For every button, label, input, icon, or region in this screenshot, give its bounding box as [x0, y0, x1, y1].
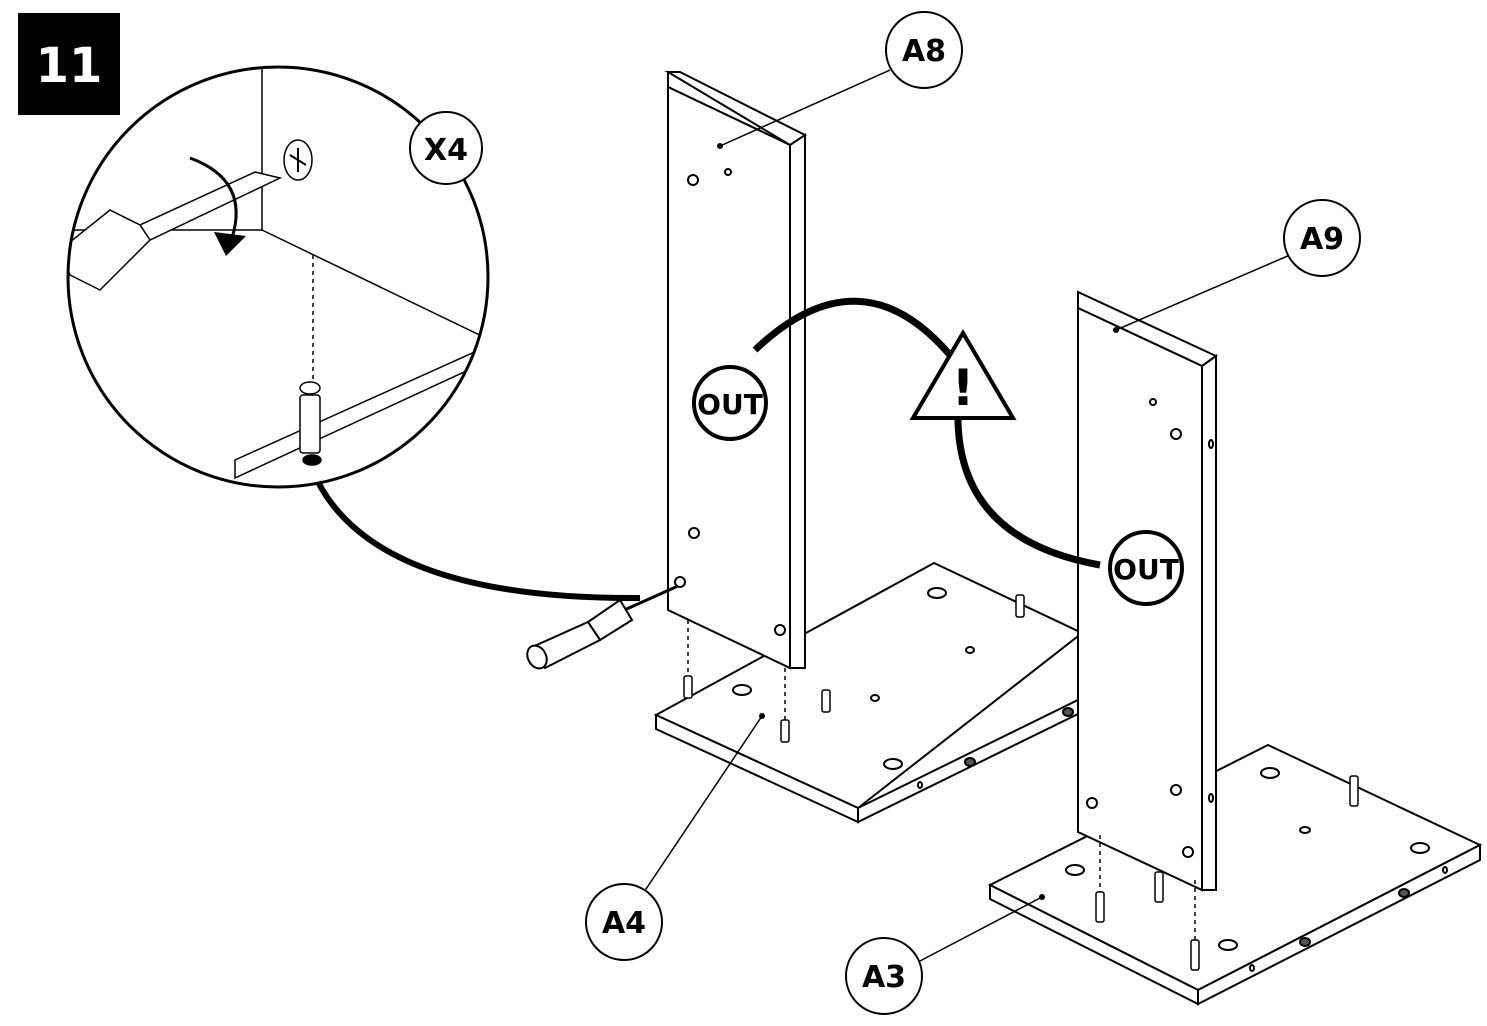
label-a9: A9: [1300, 222, 1344, 257]
label-a3: A3: [862, 960, 906, 995]
warning-symbol: !: [952, 359, 975, 417]
orientation-arc: [752, 297, 953, 358]
cam-lock-icon: [283, 139, 313, 181]
quantity-label: X4: [424, 133, 468, 168]
dowel-icon: [683, 594, 1025, 743]
callout-a4: A4: [585, 713, 765, 961]
detail-magnifier: [66, 65, 490, 489]
panel-a3: [987, 743, 1483, 1006]
orientation-arc-lower: [954, 419, 1101, 569]
step-number: 11: [36, 38, 103, 94]
detail-pointer-arrow: [315, 480, 641, 602]
label-a8: A8: [902, 34, 946, 69]
out-marker-left: OUT: [692, 365, 768, 441]
quantity-callout: X4: [409, 111, 483, 185]
out-label-left: OUT: [697, 388, 763, 421]
step-badge: 11: [18, 13, 120, 115]
callout-a3: A3: [845, 894, 1045, 1015]
warning-triangle-icon: !: [909, 329, 1017, 420]
screwdriver-icon: [526, 584, 679, 670]
callout-a9: A9: [1113, 199, 1361, 333]
out-marker-right: OUT: [1108, 530, 1184, 606]
callout-a8: A8: [717, 11, 963, 149]
label-a4: A4: [602, 906, 646, 941]
out-label-right: OUT: [1113, 553, 1179, 586]
